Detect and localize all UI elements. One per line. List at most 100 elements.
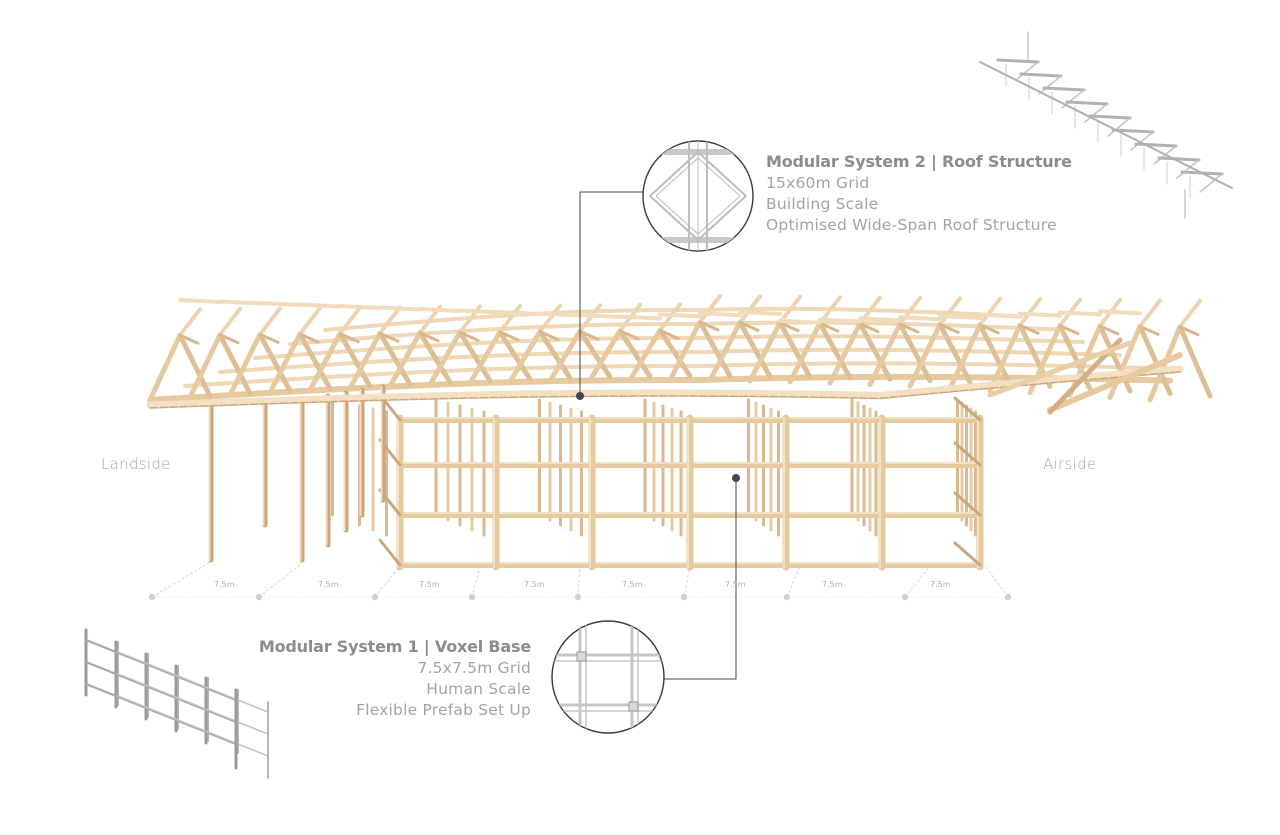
roof-front-shadow [1109, 376, 1121, 379]
grid-point [468, 593, 476, 601]
voxel-detail-circle-icon [551, 620, 665, 734]
grid-point [680, 593, 688, 601]
roof-chord [528, 324, 544, 330]
roof-chord [444, 329, 460, 335]
roof-front-shadow [1149, 372, 1161, 376]
roof-chord [207, 381, 223, 387]
roof-truss-brace [298, 332, 320, 344]
callout-system1-line: Flexible Prefab Set Up [356, 701, 531, 719]
roof-front-shadow [1049, 381, 1061, 384]
roof-truss-diagonal [187, 332, 223, 400]
roof-front-shadow [959, 389, 971, 392]
roof-chord [347, 324, 363, 330]
roof-truss-diagonal [697, 319, 733, 379]
roof-truss-rafter [658, 302, 682, 333]
roof-truss-diagonal [507, 329, 543, 385]
roof-truss-brace [178, 333, 200, 345]
grid-point [783, 593, 791, 601]
grid-dimension-label: 7.5m [524, 580, 545, 589]
roof-chord [349, 348, 365, 353]
roof-chord [289, 352, 305, 358]
roof-chord [313, 350, 329, 356]
roof-truss-diagonal [617, 328, 653, 379]
roof-front-shadow [1159, 372, 1171, 375]
roof-truss-rafter [258, 306, 282, 337]
leader-dot-voxel [732, 474, 740, 482]
roof-truss-brace [858, 322, 880, 334]
roof-chord [479, 314, 495, 320]
voxel-depth-beam [953, 441, 982, 467]
callout-system1-title: Modular System 1 | Voxel Base [258, 637, 531, 656]
roof-truss-rafter [778, 294, 802, 325]
roof-front-shadow [1039, 382, 1051, 385]
roof-ridge [218, 299, 262, 306]
roof-truss-rafter [938, 296, 962, 327]
roof-chord [291, 376, 307, 382]
roof-chord [302, 363, 318, 369]
module-diagonal [1015, 61, 1039, 81]
roof-ridge [1098, 309, 1142, 316]
roof-truss-brace [1098, 324, 1120, 336]
roof-ridge [978, 312, 1022, 319]
roof-truss-diagonal [347, 330, 383, 391]
roof-ridge [658, 312, 702, 319]
callout-system1: Modular System 1 | Voxel Base 7.5x7.5m G… [259, 637, 531, 719]
roof-truss-diagonal [497, 329, 533, 382]
roof-front-shadow [879, 396, 891, 400]
roof-truss-diagonal [867, 321, 903, 388]
grid-point [148, 593, 156, 601]
roof-truss-diagonal [737, 319, 773, 379]
roof-front-shadow [979, 387, 991, 390]
roof-truss-brace [1058, 324, 1080, 336]
roof-truss-diagonal [337, 331, 373, 389]
roof-truss-diagonal [147, 332, 183, 403]
roof-ridge [298, 302, 342, 309]
roof-truss-diagonal [377, 330, 413, 387]
callout-system1-line: Human Scale [426, 680, 531, 698]
roof-front-beam [1166, 365, 1184, 374]
roof-chord [371, 322, 387, 328]
roof-ridge [618, 314, 662, 321]
roof-truss-brace [498, 330, 520, 342]
roof-truss-diagonal [777, 320, 813, 380]
callout-system2-line: Building Scale [766, 195, 879, 213]
roof-ridge [818, 317, 862, 324]
roof-front-shadow [969, 388, 981, 391]
roof-chord [410, 356, 426, 362]
voxel-module-axo-icon [84, 628, 269, 779]
module-beam [996, 58, 1040, 64]
roof-chord [359, 323, 375, 329]
roof-truss-brace [658, 328, 680, 340]
roof-chord [397, 344, 413, 350]
dimension-line [374, 565, 401, 598]
roof-chord [433, 342, 449, 348]
roof-module-axo-icon [979, 31, 1233, 219]
roof-chord [455, 316, 471, 321]
grid-dimension-label: 7.5m [725, 580, 746, 589]
module-beam [1042, 86, 1086, 92]
roof-truss-rafter [338, 305, 362, 336]
roof-chord [242, 367, 258, 373]
leader-line-system1 [663, 478, 737, 680]
roof-truss-brace [418, 331, 440, 343]
roof-front-shadow [919, 392, 931, 396]
module-beam [1111, 128, 1155, 134]
voxel-depth-beam [953, 396, 982, 422]
roof-truss-rafter [738, 294, 762, 325]
roof-truss-brace [618, 329, 640, 341]
roof-cantilever [1047, 352, 1183, 413]
grid-dimension-label: 7.5m [822, 580, 843, 589]
roof-front-shadow [949, 390, 961, 393]
roof-truss-brace [378, 331, 400, 343]
roof-truss-diagonal [577, 328, 613, 380]
leader-line-system2 [579, 191, 643, 396]
roof-truss-brace [258, 332, 280, 344]
roof-chord [504, 325, 520, 331]
roof-truss-diagonal [937, 321, 973, 385]
roof-chord [375, 371, 391, 377]
roof-truss-diagonal [977, 322, 1013, 387]
roof-chord [411, 369, 427, 375]
roof-chord [480, 327, 496, 332]
roof-truss-diagonal [177, 332, 213, 399]
grid-point [1004, 593, 1012, 601]
